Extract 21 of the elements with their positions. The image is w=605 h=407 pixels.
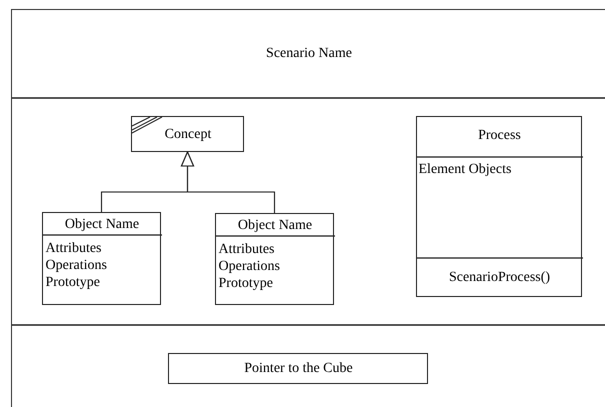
- class-box: [168, 352, 428, 384]
- scenario-frame: [11, 9, 605, 407]
- class-member: Operations: [218, 258, 280, 274]
- class-box: [130, 116, 244, 152]
- generalization-arrow: [180, 151, 276, 213]
- scenario-title: Scenario Name: [266, 45, 352, 62]
- class-name: Object Name: [64, 216, 140, 232]
- class-name: Pointer to the Cube: [244, 360, 353, 376]
- class-name: Object Name: [238, 216, 312, 234]
- class-member: Element Objects: [418, 160, 512, 178]
- class-name: Concept: [164, 126, 212, 142]
- class-member: Prototype: [218, 274, 273, 292]
- class-member: Prototype: [46, 274, 100, 290]
- class-member: Operations: [46, 256, 107, 274]
- class-member: ScenarioProcess(): [448, 268, 550, 286]
- class-box: [42, 212, 160, 304]
- class-member: Attributes: [46, 240, 102, 256]
- class-name: Process: [478, 126, 521, 144]
- class-member: Attributes: [218, 240, 274, 258]
- class-box: [416, 116, 582, 296]
- class-box: [214, 212, 334, 304]
